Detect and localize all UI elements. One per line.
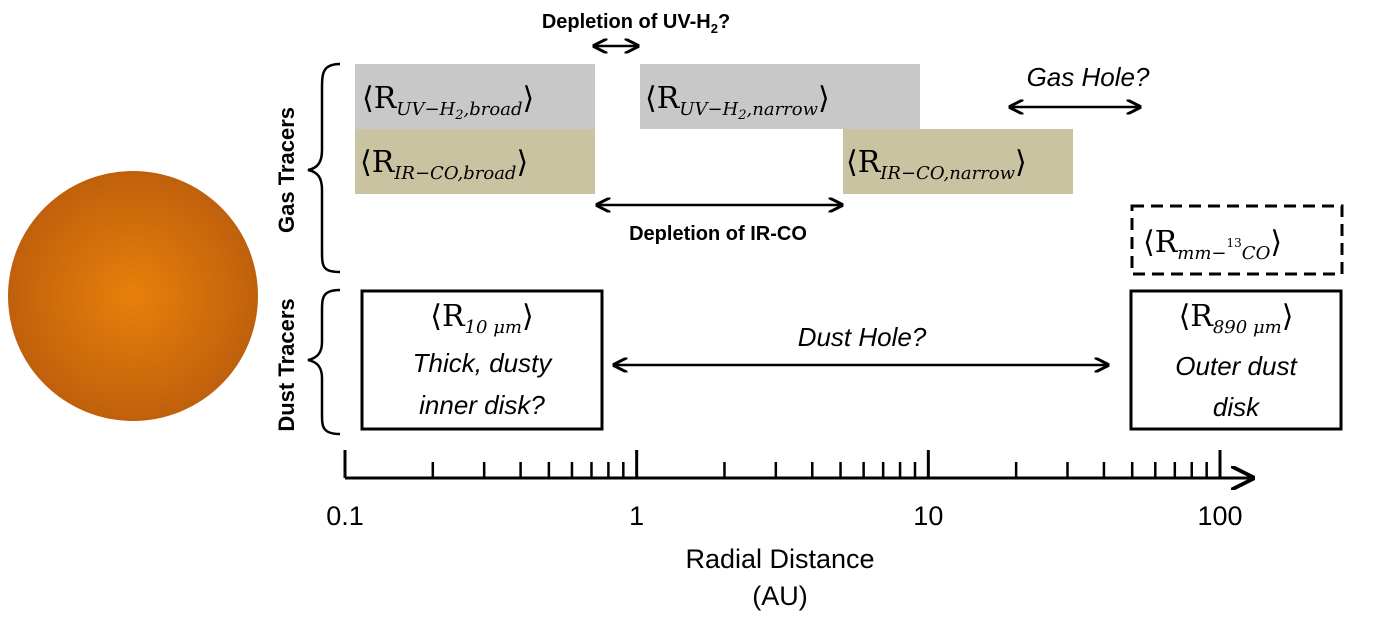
outer-dust-math: ⟨R890 μm⟩ (1179, 299, 1294, 338)
uv-narrow-box (640, 64, 920, 129)
inner-dust-math: ⟨R10 μm⟩ (430, 299, 533, 338)
star-circle (8, 171, 258, 421)
dust-hole-label: Dust Hole? (798, 322, 927, 352)
ir-narrow-box (843, 129, 1073, 194)
outer-dust-box (1129, 289, 1343, 431)
inner-dust-line2: inner disk? (419, 390, 545, 420)
mm-co-box (1130, 204, 1344, 276)
axis-tick-labels: 0.1 1 10 100 (326, 501, 1242, 531)
uv-narrow-label: ⟨RUV−H2,narrow⟩ (645, 81, 830, 123)
dust-tracers-label: Dust Tracers (274, 298, 299, 431)
inner-dust-line1: Thick, dusty (413, 348, 554, 378)
ir-broad-box (355, 129, 595, 194)
gas-brace (307, 62, 341, 274)
tick-label: 10 (913, 501, 943, 531)
mm-co-label: ⟨Rmm−13CO⟩ (1143, 225, 1282, 264)
inner-dust-box (360, 289, 604, 431)
depletion-uv-label: Depletion of UV-H2? (542, 11, 730, 36)
dust-brace (307, 288, 341, 436)
uv-broad-box (355, 64, 595, 129)
uv-broad-label: ⟨RUV−H2,broad⟩ (362, 81, 534, 123)
outer-dust-line1: Outer dust (1175, 351, 1298, 381)
ir-broad-label: ⟨RIR−CO,broad⟩ (360, 145, 528, 184)
axis-ticks (343, 450, 1222, 478)
outer-dust-line2: disk (1213, 392, 1261, 422)
tick-label: 1 (629, 501, 644, 531)
axis-label-line1: Radial Distance (685, 544, 874, 574)
gas-hole-label: Gas Hole? (1027, 62, 1150, 92)
ir-narrow-label: ⟨RIR−CO,narrow⟩ (846, 145, 1027, 184)
tick-label: 0.1 (326, 501, 364, 531)
depletion-ir-label: Depletion of IR-CO (629, 223, 807, 245)
axis-label-line2: (AU) (752, 581, 808, 611)
tick-label: 100 (1197, 501, 1242, 531)
gas-tracers-label: Gas Tracers (274, 107, 299, 233)
